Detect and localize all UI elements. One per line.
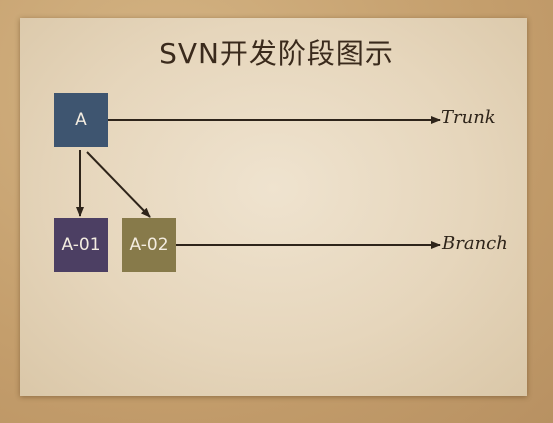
node-a: A: [54, 93, 108, 147]
branch-label: Branch: [442, 233, 508, 254]
paper-sheet: [20, 18, 527, 396]
node-a02: A-02: [122, 218, 176, 272]
node-a02-label: A-02: [129, 235, 169, 255]
node-a01-label: A-01: [61, 235, 101, 255]
a-to-a02-arrow: [86, 151, 151, 218]
trunk-label: Trunk: [441, 107, 496, 128]
diagram-title: SVN开发阶段图示: [159, 37, 394, 70]
node-a01: A-01: [54, 218, 108, 272]
node-a-label: A: [75, 110, 87, 130]
